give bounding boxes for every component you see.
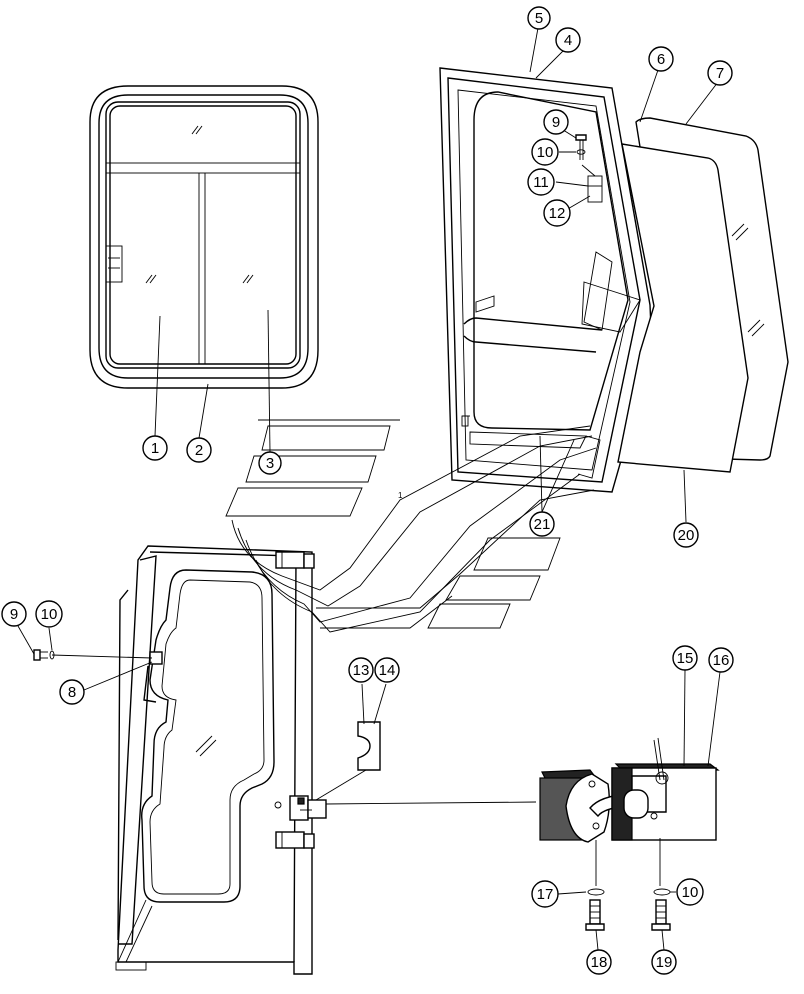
- callout-16: 16: [708, 647, 734, 673]
- cab-frame-assembly: [439, 67, 653, 493]
- callout-19: 19: [651, 949, 677, 975]
- callout-5: 5: [527, 6, 551, 30]
- svg-text:1: 1: [151, 440, 159, 457]
- svg-text:11: 11: [533, 174, 549, 191]
- svg-text:15: 15: [677, 650, 694, 667]
- svg-text:2: 2: [195, 442, 203, 459]
- door-assembly: [115, 545, 327, 975]
- callout-17: 17: [531, 880, 559, 908]
- svg-text:6: 6: [657, 51, 665, 68]
- frame-stripes: 1: [225, 419, 597, 633]
- callout-13: 13: [348, 657, 374, 683]
- pad-part: [357, 721, 381, 771]
- svg-text:20: 20: [678, 527, 695, 544]
- svg-text:8: 8: [68, 684, 76, 701]
- callout-1: 1: [142, 435, 168, 461]
- callout-11: 11: [527, 168, 555, 196]
- callout-14: 14: [374, 657, 400, 683]
- latch-assembly: [325, 737, 720, 931]
- callout-21: 21: [529, 511, 555, 537]
- callout-9-right: 9: [543, 109, 569, 135]
- svg-text:4: 4: [564, 32, 572, 49]
- leader-lines: [17, 27, 721, 951]
- callout-10-left: 10: [35, 600, 63, 628]
- svg-text:14: 14: [379, 662, 396, 679]
- svg-text:7: 7: [716, 65, 724, 82]
- callout-8: 8: [59, 679, 85, 705]
- callout-18: 18: [586, 949, 612, 975]
- callout-9-left: 9: [1, 601, 27, 627]
- svg-text:10: 10: [41, 606, 58, 623]
- svg-text:3: 3: [266, 455, 274, 472]
- callout-2: 2: [186, 437, 212, 463]
- window-assembly: [89, 85, 319, 389]
- svg-text:9: 9: [10, 606, 18, 623]
- svg-text:5: 5: [535, 10, 543, 27]
- svg-text:10: 10: [537, 144, 554, 161]
- callout-10-latch: 10: [676, 878, 704, 906]
- svg-text:17: 17: [537, 886, 554, 903]
- svg-text:18: 18: [591, 954, 608, 971]
- callout-12: 12: [543, 199, 571, 227]
- callout-3: 3: [258, 451, 282, 475]
- callout-10-right: 10: [531, 138, 559, 166]
- svg-text:19: 19: [656, 954, 673, 971]
- glass-panels: [617, 117, 789, 473]
- callout-6: 6: [648, 46, 674, 72]
- svg-text:12: 12: [549, 205, 566, 222]
- svg-text:10: 10: [682, 884, 699, 901]
- svg-text:1: 1: [398, 491, 403, 500]
- svg-text:13: 13: [353, 662, 370, 679]
- callouts: 1 2 3 4 5 6 7 8 9 9 10 10 10 11 12 13 14…: [1, 6, 734, 975]
- svg-text:21: 21: [534, 516, 551, 533]
- svg-text:9: 9: [552, 114, 560, 131]
- bolt-washer-left: [33, 649, 153, 661]
- callout-4: 4: [555, 27, 581, 53]
- svg-text:16: 16: [713, 652, 730, 669]
- callout-20: 20: [673, 522, 699, 548]
- callout-15: 15: [672, 645, 698, 671]
- callout-7: 7: [707, 60, 733, 86]
